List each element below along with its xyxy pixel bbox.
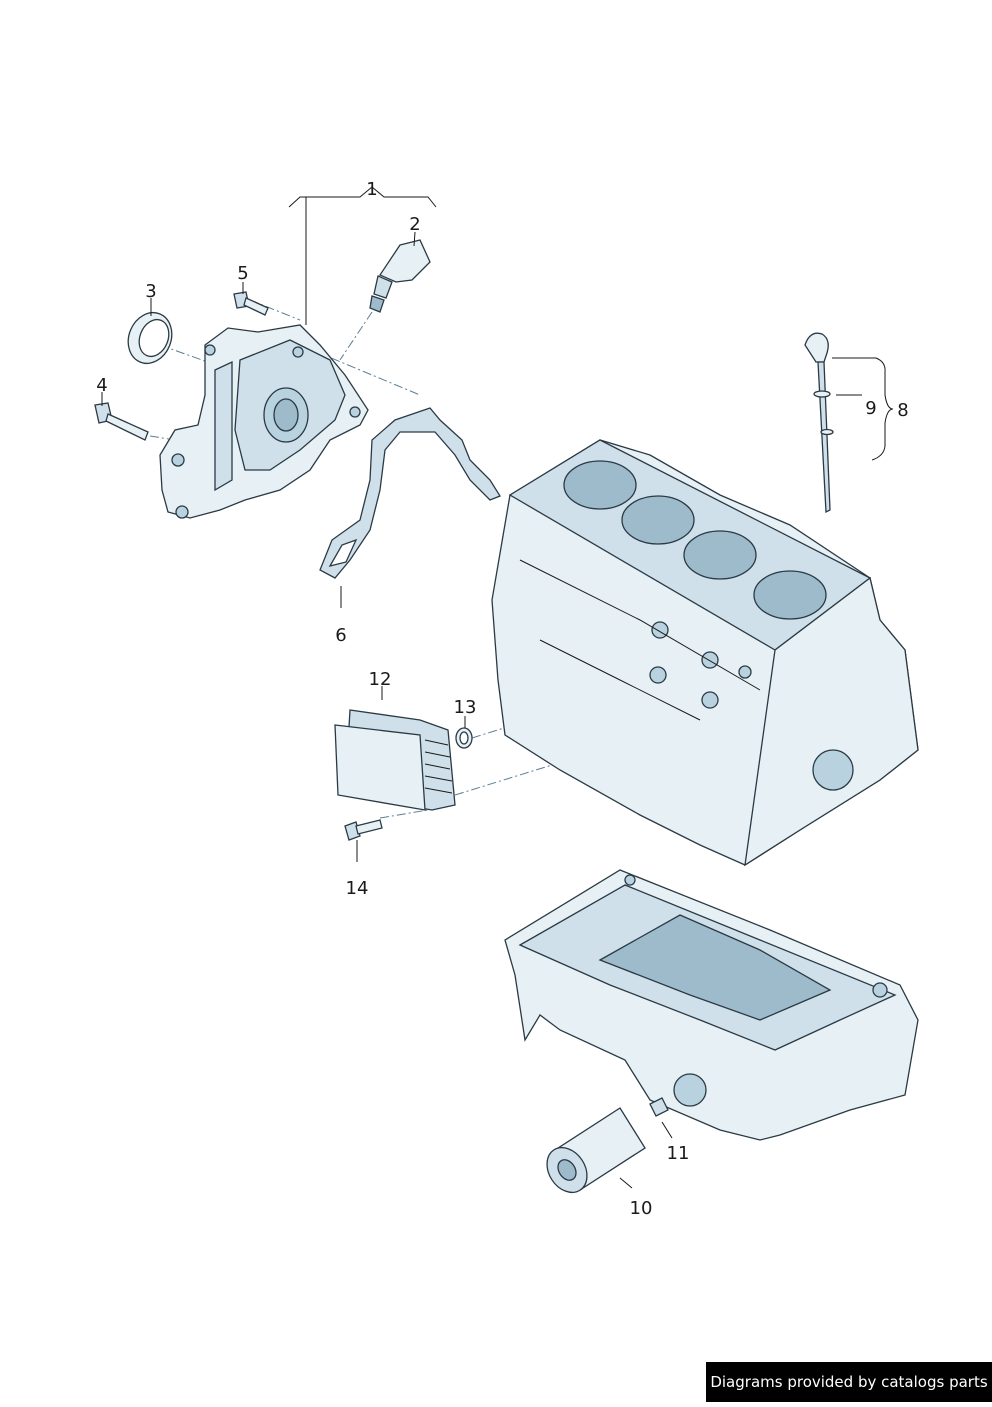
callout-12: 12 bbox=[369, 669, 392, 690]
oil-cooler bbox=[334, 709, 456, 811]
oil-pan bbox=[504, 869, 919, 1141]
callout-3: 3 bbox=[145, 281, 156, 302]
front-cover-housing bbox=[159, 324, 369, 519]
callout-11: 11 bbox=[667, 1143, 690, 1164]
cooler-bolt bbox=[344, 819, 383, 841]
callout-6: 6 bbox=[335, 625, 346, 646]
callout-14: 14 bbox=[346, 878, 369, 899]
threaded-stud bbox=[649, 1097, 669, 1117]
callout-5: 5 bbox=[237, 263, 248, 284]
engine-block bbox=[491, 439, 919, 867]
credit-text: Diagrams provided by catalogs parts bbox=[710, 1373, 988, 1391]
callout-2: 2 bbox=[409, 214, 420, 235]
credit-banner: Diagrams provided by catalogs parts bbox=[706, 1362, 992, 1402]
short-bolt bbox=[233, 291, 269, 316]
callout-10: 10 bbox=[630, 1198, 653, 1219]
callout-9: 9 bbox=[865, 398, 876, 419]
callout-labels: 1 2 3 4 5 6 8 9 10 11 12 13 14 bbox=[96, 179, 908, 1219]
cover-gasket bbox=[319, 407, 501, 579]
long-bolt bbox=[94, 402, 149, 441]
callout-4: 4 bbox=[96, 375, 107, 396]
seal-ring bbox=[127, 311, 173, 365]
dipstick bbox=[804, 332, 834, 514]
oil-filter bbox=[546, 1107, 646, 1194]
callout-1: 1 bbox=[366, 179, 377, 200]
sensor-part bbox=[369, 239, 431, 313]
callout-13: 13 bbox=[454, 697, 477, 718]
callout-8: 8 bbox=[897, 400, 908, 421]
o-ring bbox=[455, 727, 473, 749]
leader-lines bbox=[101, 186, 894, 1189]
